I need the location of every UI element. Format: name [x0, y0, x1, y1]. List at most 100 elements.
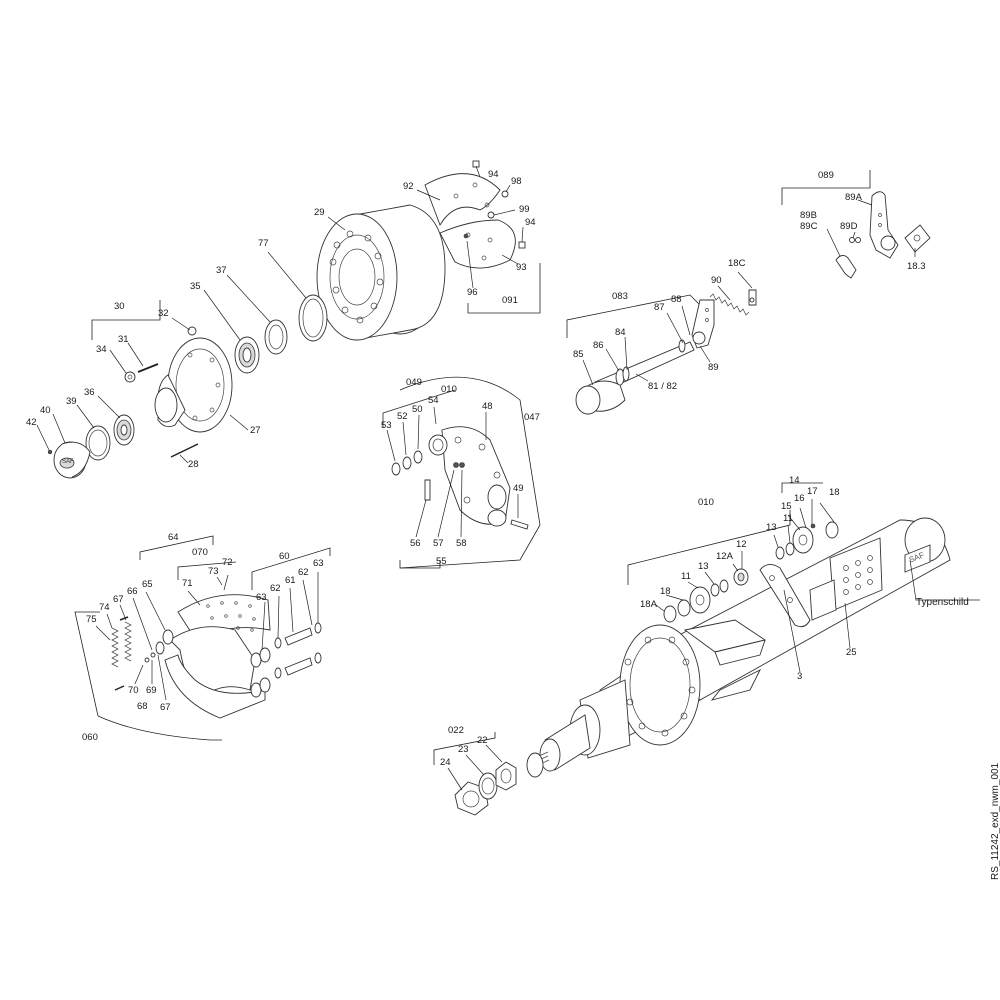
label-13-right: 13: [766, 522, 777, 533]
label-047: 047: [524, 412, 540, 423]
label-68: 68: [137, 701, 148, 712]
label-58: 58: [456, 538, 467, 549]
pins-68-70: [114, 616, 129, 691]
label-25: 25: [846, 647, 857, 658]
bolt-98: [501, 190, 509, 198]
label-28: 28: [188, 459, 199, 470]
hub-cap-40: [53, 441, 91, 479]
spring-seat: [683, 619, 767, 701]
label-98: 98: [511, 176, 522, 187]
label-90: 90: [711, 275, 722, 286]
label-14: 14: [789, 475, 800, 486]
label-010-axle: 010: [698, 497, 714, 508]
label-89A: 89A: [845, 192, 862, 203]
label-22: 22: [477, 735, 488, 746]
label-070: 070: [192, 547, 208, 558]
springs-74-75: [111, 621, 132, 668]
washer-84: [622, 366, 630, 382]
bolt-56: [424, 479, 431, 501]
boss-54: [428, 434, 448, 456]
ring-18-left: [677, 599, 691, 617]
pin-61: [284, 627, 313, 676]
type-plate: [904, 544, 931, 573]
bearing-36: [113, 414, 135, 446]
dust-shield-92: [424, 173, 501, 227]
label-87: 87: [654, 302, 665, 313]
screw-96: [463, 233, 469, 239]
label-64: 64: [168, 532, 179, 543]
bushes-63: [250, 647, 271, 698]
label-99: 99: [519, 204, 530, 215]
label-53: 53: [381, 420, 392, 431]
label-18C: 18C: [728, 258, 746, 269]
label-73: 73: [208, 566, 219, 577]
label-17: 17: [807, 486, 818, 497]
lock-washer-23: [478, 772, 498, 800]
label-66: 66: [127, 586, 138, 597]
label-57: 57: [433, 538, 444, 549]
label-3: 3: [797, 671, 803, 682]
label-88: 88: [671, 294, 682, 305]
ring-11-right: [785, 542, 795, 556]
label-94-right: 94: [525, 217, 536, 228]
clips-66-67: [144, 652, 156, 663]
label-16: 16: [794, 493, 805, 504]
nut-57: [453, 462, 459, 468]
washer-58: [459, 462, 465, 468]
slack-adjuster-89A: [869, 191, 899, 259]
label-36: 36: [84, 387, 95, 398]
label-13-left: 13: [698, 561, 709, 572]
label-34: 34: [96, 344, 107, 355]
dust-shield-93: [439, 219, 516, 269]
ring-13-left-b: [719, 579, 729, 593]
ring-18A: [663, 605, 677, 623]
document-code: RS_11242_exd_nwm_001: [990, 762, 1000, 880]
typenschild-label: Typenschild: [916, 597, 969, 608]
label-67-bottom: 67: [160, 702, 171, 713]
label-62-left: 62: [270, 583, 281, 594]
label-89B: 89B: [800, 210, 817, 221]
label-75: 75: [86, 614, 97, 625]
label-54: 54: [428, 395, 439, 406]
label-091: 091: [502, 295, 518, 306]
label-12: 12: [736, 539, 747, 550]
clip-18C: [748, 289, 757, 306]
label-27: 27: [250, 425, 261, 436]
part-89B: [835, 255, 857, 279]
brake-drum-29: [316, 204, 446, 341]
ring-13-right: [775, 546, 785, 560]
label-69: 69: [146, 685, 157, 696]
label-67-top: 67: [113, 594, 124, 605]
ring-77: [298, 294, 328, 342]
flange-11-left: [689, 586, 711, 614]
label-70: 70: [128, 685, 139, 696]
label-18-3: 18.3: [907, 261, 926, 272]
bearing-35: [234, 336, 260, 374]
ring-13-left: [710, 583, 720, 597]
label-24: 24: [440, 757, 451, 768]
label-089: 089: [818, 170, 834, 181]
label-49: 49: [513, 483, 524, 494]
label-60: 60: [279, 551, 290, 562]
spring-90: [709, 293, 750, 316]
label-65: 65: [142, 579, 153, 590]
label-61: 61: [285, 575, 296, 586]
label-94-top: 94: [488, 169, 499, 180]
label-010-carrier: 010: [441, 384, 457, 395]
seal-37: [264, 319, 288, 355]
nut-34: [124, 371, 136, 383]
bolt-49: [510, 519, 529, 530]
label-77: 77: [258, 238, 269, 249]
label-96: 96: [467, 287, 478, 298]
nut-94: [518, 241, 526, 249]
label-32: 32: [158, 308, 169, 319]
label-62-right: 62: [298, 567, 309, 578]
washer-87: [678, 339, 686, 353]
label-56: 56: [410, 538, 421, 549]
plate-25: [809, 537, 883, 621]
hub-cap-logo: SAF: [62, 459, 74, 465]
label-35: 35: [190, 281, 201, 292]
roller-65: [155, 629, 174, 655]
label-40: 40: [40, 405, 51, 416]
